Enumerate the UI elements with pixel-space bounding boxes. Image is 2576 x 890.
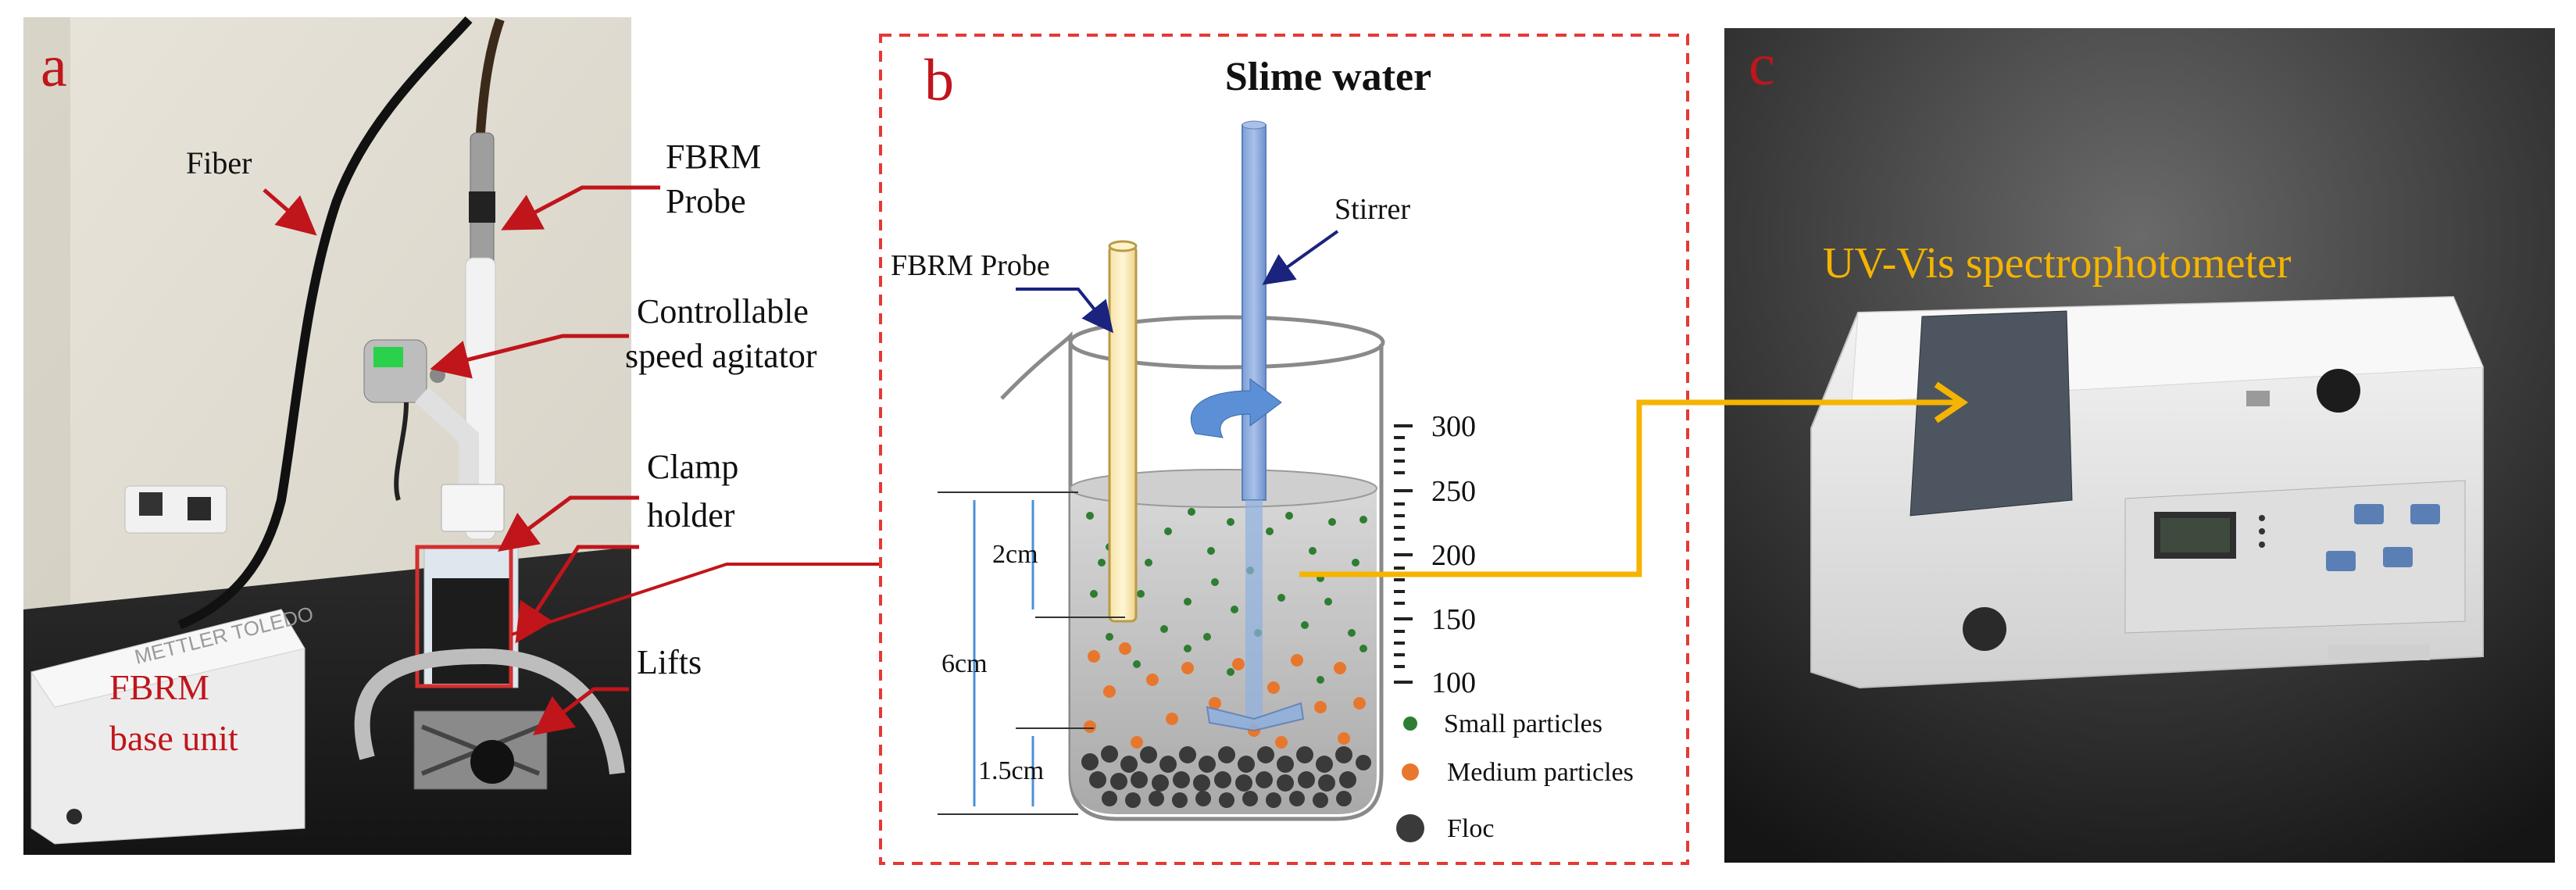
fbrm-probe-rod [1108,245,1138,623]
stand-base [354,648,625,775]
panel-b-title: Slime water [1225,55,1431,99]
socket-plug-2 [188,497,211,520]
keypad-button-1 [2354,504,2384,524]
scale-tick-200: 200 [1431,539,1476,572]
keypad-button-3 [2326,551,2356,571]
slime-water-fill [1070,488,1377,814]
arrow-clamp [497,495,639,552]
panel-letter-c: c [1749,32,1775,98]
stirrer-top [1242,120,1267,130]
water-surface [1070,469,1377,508]
panel-a: METTLER TOLEDO a Fiber FBRM Probe Contro… [23,16,879,855]
legend-swatch-small [1403,717,1417,731]
clamp-holder [441,484,505,532]
fiber-cable [177,16,473,630]
scale-tick-300: 300 [1431,410,1476,443]
front-knob [1963,607,2006,651]
callout-base-line1: FBRM [109,667,209,707]
stirrer-impeller [1206,702,1305,732]
indicator-led-2 [2259,528,2265,534]
dimension-lines [938,491,1125,815]
fbrm-probe-top [1108,240,1138,252]
legend: Small particles Medium particles Floc [1396,709,1634,843]
lcd-screen [2160,518,2230,552]
panel-letter-b: b [924,48,954,113]
lift-knob [470,740,514,784]
agitator-cable [394,402,409,501]
keypad-button-4 [2383,547,2413,567]
legend-swatch-floc [1396,814,1424,842]
arrow-fbrm-probe [501,185,660,231]
stirrer-shaft-lower [1245,500,1263,719]
indicator-led-1 [2259,515,2265,521]
callout-lifts: Lifts [637,643,702,681]
connector-b-to-c [1299,399,1957,577]
dimension-arrows [973,500,1034,806]
legend-swatch-medium [1402,763,1419,781]
scale-tick-250: 250 [1431,475,1476,508]
probe-band [469,191,495,223]
dim-label-2cm: 2cm [992,540,1038,569]
dim-label-6cm: 6cm [941,649,988,678]
callout-clamp-line1: Clamp [647,448,738,486]
keypad-button-2 [2410,504,2440,524]
sample-lid [1910,310,2073,516]
base-unit-power [66,809,82,824]
beaker-highlight-box [415,545,513,688]
legend-label-medium: Medium particles [1447,758,1634,787]
scale-tick-150: 150 [1431,603,1476,636]
top-button [2246,391,2270,406]
scale-tick-100: 100 [1431,667,1476,699]
top-knob [2317,369,2360,413]
arrow-agitator [430,334,629,379]
beaker-outline [1000,331,1384,821]
arrow-beaker [515,545,639,644]
beaker-rim [1068,315,1385,370]
agitator-arm [415,387,479,484]
arrow-lifts [533,687,629,736]
nameplate [2328,645,2430,660]
floc-layer [1081,745,1371,808]
dim-label-1-5cm: 1.5cm [978,756,1044,785]
callout-fbrm-probe-line2: Probe [666,182,746,220]
probe-cable [476,18,505,134]
arrow-fiber [263,188,317,236]
connector-a-to-b [511,563,879,636]
agitator-display [373,347,403,367]
panel-c: c UV-Vis spectrophotometer [1299,28,2555,863]
label-stirrer: Stirrer [1334,193,1410,226]
base-unit-top [30,609,305,708]
callout-fbrm-probe-line1: FBRM [666,138,761,176]
pointer-stirrer [1262,230,1339,285]
indicator-led-3 [2259,542,2265,548]
callout-agitator-line2: speed agitator [625,337,817,375]
panel-letter-a: a [41,34,67,99]
callout-agitator-line1: Controllable [637,292,809,331]
pointer-fbrm-probe [1016,288,1113,334]
panel-b-dashed-border [879,34,1689,865]
panel-b: b Slime water [879,34,1689,865]
rotation-arrow [1190,378,1282,438]
callout-fiber: Fiber [186,145,252,181]
callout-base-line2: base unit [109,718,238,758]
small-particles [1086,508,1367,684]
callout-clamp-line2: holder [647,496,735,534]
legend-label-small: Small particles [1444,709,1602,738]
slime-water-photo [432,578,510,684]
socket-plug [139,492,163,516]
volume-scale [1394,424,1413,684]
connector-arrowhead [1934,381,1969,424]
label-fbrm-probe: FBRM Probe [891,249,1050,282]
stirrer-shaft-upper [1242,124,1267,501]
legend-label-floc: Floc [1447,814,1494,843]
agitator-knob [430,367,445,383]
uv-vis-label: UV-Vis spectrophotometer [1823,239,2292,288]
